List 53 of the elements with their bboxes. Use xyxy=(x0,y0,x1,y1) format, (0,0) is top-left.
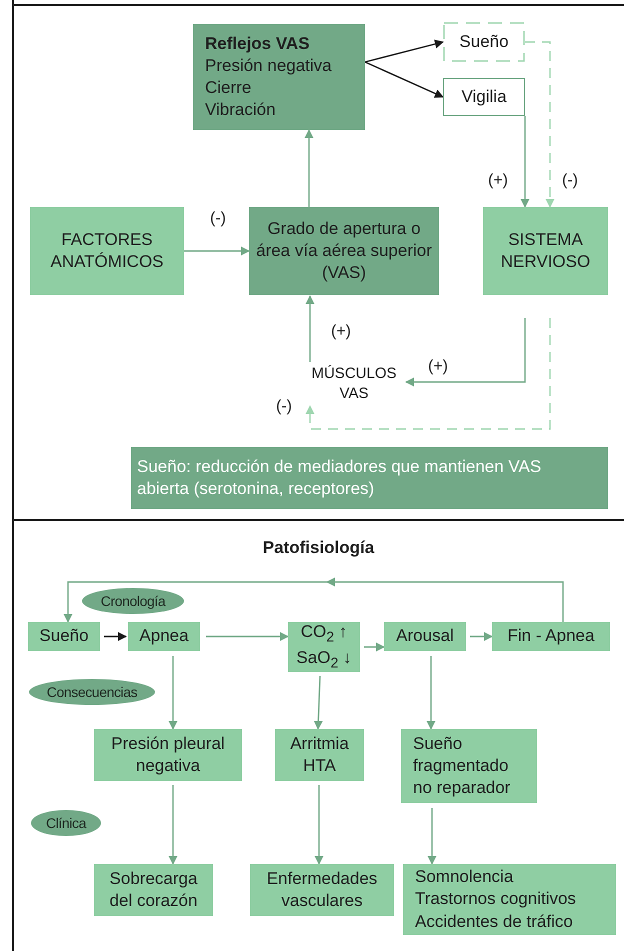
process-box xyxy=(384,622,466,651)
edge-label: (-) xyxy=(276,398,292,416)
box-text: Arritmia HTA xyxy=(289,732,350,777)
box-text: FACTORES ANATÓMICOS xyxy=(49,228,165,273)
process-box xyxy=(288,622,360,672)
state-box xyxy=(443,22,525,62)
edge-label: (-) xyxy=(562,172,578,190)
box-text: Reflejos VAS xyxy=(205,32,310,55)
edge-label: (-) xyxy=(210,210,226,228)
note-box xyxy=(131,447,608,509)
box-text: SaO$_{2}$ ↓ xyxy=(296,647,352,673)
box-text: Vibración xyxy=(205,99,276,122)
box-text: Vigilia xyxy=(461,86,507,108)
box-text: Arousal xyxy=(396,625,454,648)
edge-label: (+) xyxy=(488,172,508,190)
process-box xyxy=(193,24,365,130)
box-text: Grado de apertura o área vía aérea superior (VAS) xyxy=(255,218,433,284)
box-text: Somnolencia xyxy=(415,866,514,888)
box-text: Accidentes de tráfico xyxy=(415,910,573,933)
box-text: Cierre xyxy=(205,77,252,99)
box-text: CO$_{2}$ ↑ xyxy=(300,621,348,647)
process-box xyxy=(403,864,616,935)
box-text: SISTEMA NERVIOSO xyxy=(500,228,592,273)
process-box xyxy=(492,622,610,651)
state-box xyxy=(443,78,525,116)
process-box xyxy=(275,729,364,781)
edge-label: (+) xyxy=(331,323,351,341)
box-text: Sueño xyxy=(459,30,509,53)
box-text: Enfermedades vasculares xyxy=(266,868,378,912)
process-box xyxy=(28,622,100,651)
pill-label: Consecuencias xyxy=(46,682,138,702)
process-box xyxy=(128,622,200,651)
box-text: Presión pleural negativa xyxy=(110,732,226,777)
box-text: Sueño xyxy=(39,625,89,648)
box-text: Sobrecarga del corazón xyxy=(108,868,198,912)
node-label: MÚSCULOS VAS xyxy=(298,362,410,406)
pill-label: Clínica xyxy=(46,814,86,832)
box-text: Trastornos cognitivos xyxy=(415,888,576,910)
edge-label: (+) xyxy=(428,358,448,376)
process-box xyxy=(30,207,184,295)
process-box xyxy=(94,729,242,781)
box-text: Fin - Apnea xyxy=(508,625,594,648)
process-box xyxy=(250,864,394,916)
process-box xyxy=(483,207,608,295)
box-text: Apnea xyxy=(139,625,189,648)
process-box xyxy=(249,207,439,295)
section-title: Patofisiología xyxy=(262,538,376,558)
process-box xyxy=(94,864,213,916)
process-box xyxy=(401,729,537,803)
box-text: Sueño: reducción de mediadores que mantienen VAS abierta (serotonina, receptores) xyxy=(137,456,542,500)
pill-label: Cronología xyxy=(100,592,166,610)
box-text: Sueño fragmentado no reparador xyxy=(413,732,512,800)
box-text: Presión negativa xyxy=(205,54,332,77)
